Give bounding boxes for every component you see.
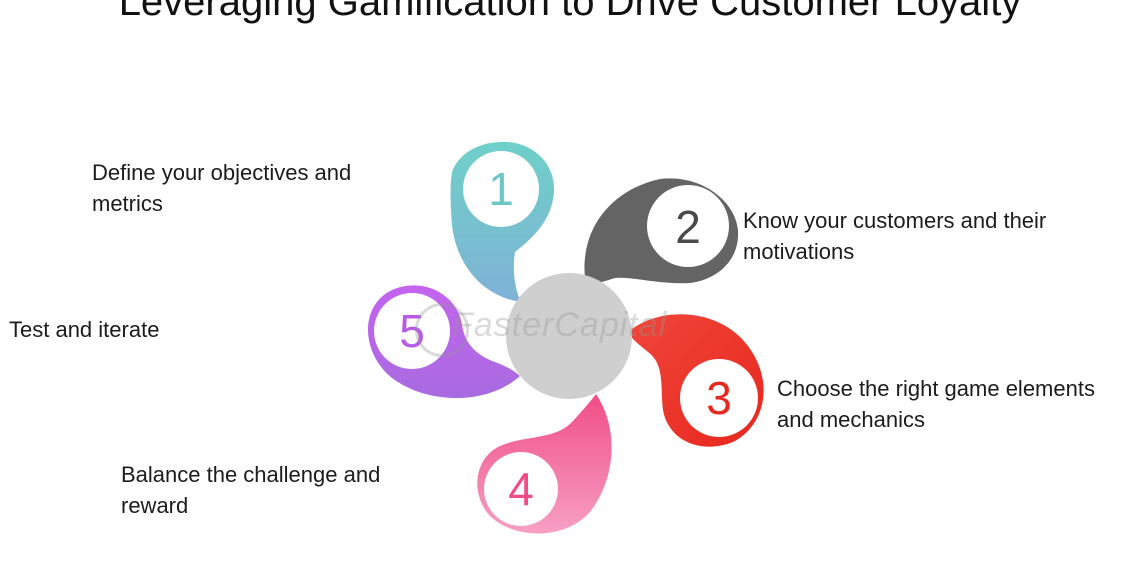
petal-3-badge <box>680 359 758 437</box>
step-4-number: 4 <box>508 463 534 515</box>
petal-4: 4 <box>477 394 612 534</box>
petal-1: 1 <box>450 141 555 302</box>
step-4-label: Balance the challenge and reward <box>121 462 381 518</box>
watermark-logo-icon <box>415 303 469 357</box>
watermark: FasterCapital <box>452 306 668 344</box>
petal-1-badge <box>463 151 539 227</box>
step-5-label: Test and iterate <box>9 317 160 342</box>
step-1-number: 1 <box>488 163 514 215</box>
step-2-label: Know your customers and their motivation… <box>743 208 1047 264</box>
step-3-number: 3 <box>706 372 732 424</box>
petal-3: 3 <box>628 314 764 447</box>
petal-2-badge <box>647 185 729 267</box>
step-2-number: 2 <box>675 201 701 253</box>
petal-2: 2 <box>584 178 739 284</box>
petal-4-badge <box>484 452 558 526</box>
diagram-title: Leveraging Gamification to Drive Custome… <box>118 0 1022 24</box>
step-3-label: Choose the right game elements and mecha… <box>777 376 1095 432</box>
step-1-label: Define your objectives and metrics <box>92 160 352 216</box>
center-hub <box>506 273 632 399</box>
